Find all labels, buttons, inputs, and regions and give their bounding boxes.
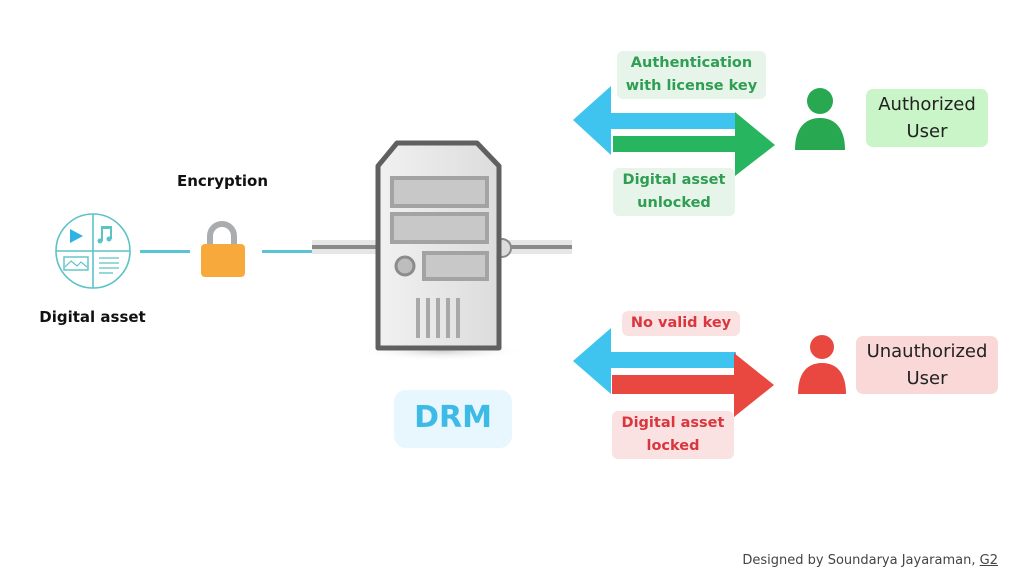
connector-line-lock-server [262,250,312,253]
auth-request-line-1: Authentication [630,55,753,71]
request-arrow-authorized [573,86,736,155]
unauthorized-user-line-1: Unauthorized [866,341,988,362]
unauth-response-line-1: Digital asset [621,415,725,431]
connector-line-asset-lock [140,250,190,253]
unauth-request-line-1: No valid key [630,315,732,331]
unauth-response-label: Digital asset locked [612,411,734,459]
unauth-request-label: No valid key [622,311,740,336]
authorized-user-label: Authorized User [866,89,988,147]
digital-asset-label: Digital asset [39,308,146,326]
authorized-user-icon [795,88,845,150]
auth-request-line-2: with license key [625,78,758,94]
digital-asset-icon [55,213,131,289]
response-arrow-unauthorized [612,353,774,417]
unauthorized-user-label: Unauthorized User [856,336,998,394]
authorized-user-line-2: User [906,121,948,142]
drm-label: DRM [394,390,512,448]
authorized-user-line-1: Authorized [878,94,976,115]
auth-request-label: Authentication with license key [617,51,766,99]
response-arrow-authorized [613,112,775,176]
auth-response-line-1: Digital asset [622,172,726,188]
credit-text: Designed by Soundarya Jayaraman, [742,553,980,568]
unauthorized-user-line-2: User [906,368,948,389]
server-icon [312,140,572,361]
padlock-icon [201,221,245,277]
credit-line: Designed by Soundarya Jayaraman, G2 [742,553,998,568]
auth-response-line-2: unlocked [637,195,711,211]
unauthorized-user-icon [798,335,846,394]
unauth-response-line-2: locked [646,438,700,454]
request-arrow-unauthorized [573,328,736,394]
encryption-label: Encryption [176,172,269,190]
credit-link[interactable]: G2 [979,553,998,568]
auth-response-label: Digital asset unlocked [613,168,735,216]
